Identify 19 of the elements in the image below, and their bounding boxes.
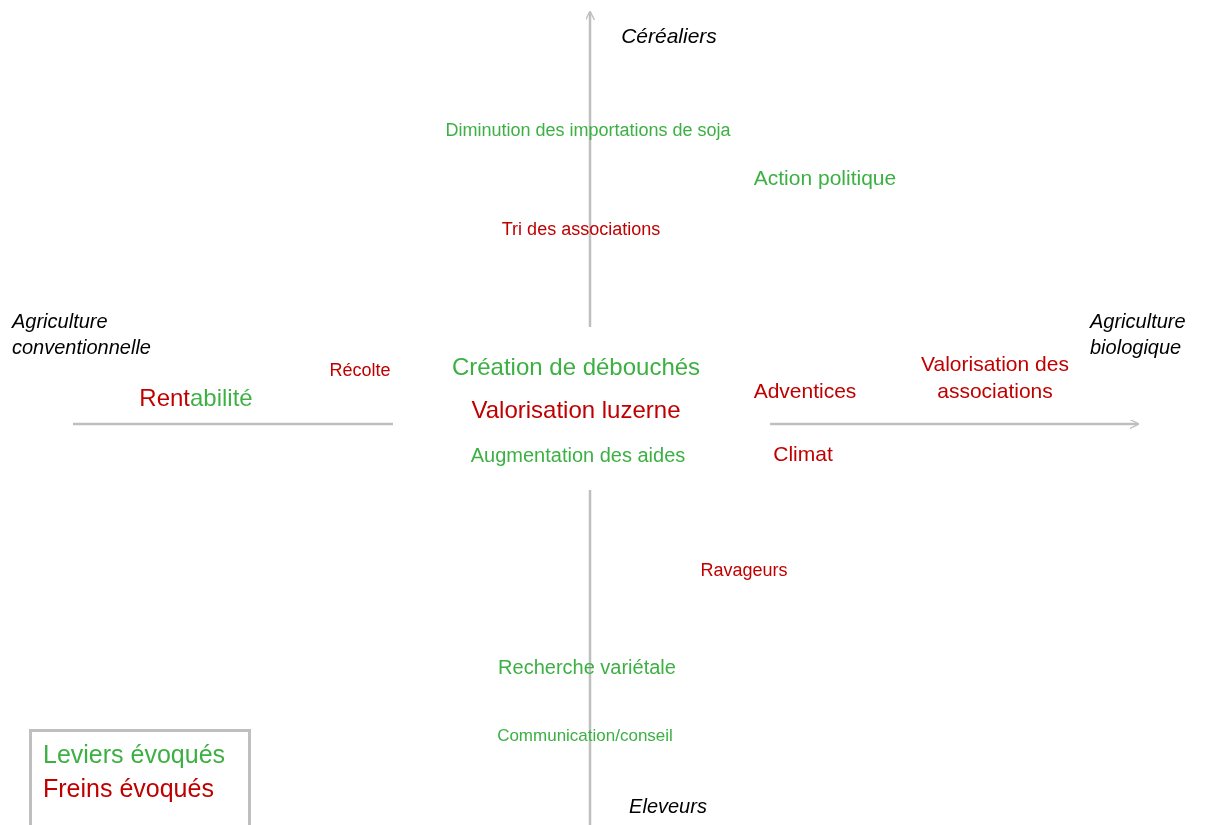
lever-label: Communication/conseil — [497, 724, 673, 747]
axis-label: Eleveurs — [629, 794, 707, 819]
barrier-label: Valorisation luzerne — [471, 395, 681, 426]
barrier-label: Tri des associations — [501, 218, 661, 242]
barrier-label: Climat — [773, 441, 833, 468]
axis-label: Céréaliers — [621, 23, 717, 50]
barrier-label: Ravageurs — [700, 559, 788, 583]
legend-entry: Freins évoqués — [43, 772, 215, 804]
lever-label: Action politique — [753, 165, 897, 192]
lever-label: Diminution des importations de soja — [444, 119, 732, 143]
axis-label: Agriculture biologique — [1090, 309, 1187, 360]
barrier-label: Récolte — [329, 359, 391, 383]
barrier-label: Valorisation des associations — [920, 350, 1070, 404]
legend-entry: Leviers évoqués — [43, 739, 227, 770]
lever-label: Augmentation des aides — [470, 443, 686, 468]
lever-label: Création de débouchés — [451, 352, 701, 383]
barrier-label: Adventices — [753, 378, 857, 405]
lever-label: Recherche variétale — [498, 655, 676, 680]
axis-label: Agriculture conventionnelle — [12, 309, 152, 360]
